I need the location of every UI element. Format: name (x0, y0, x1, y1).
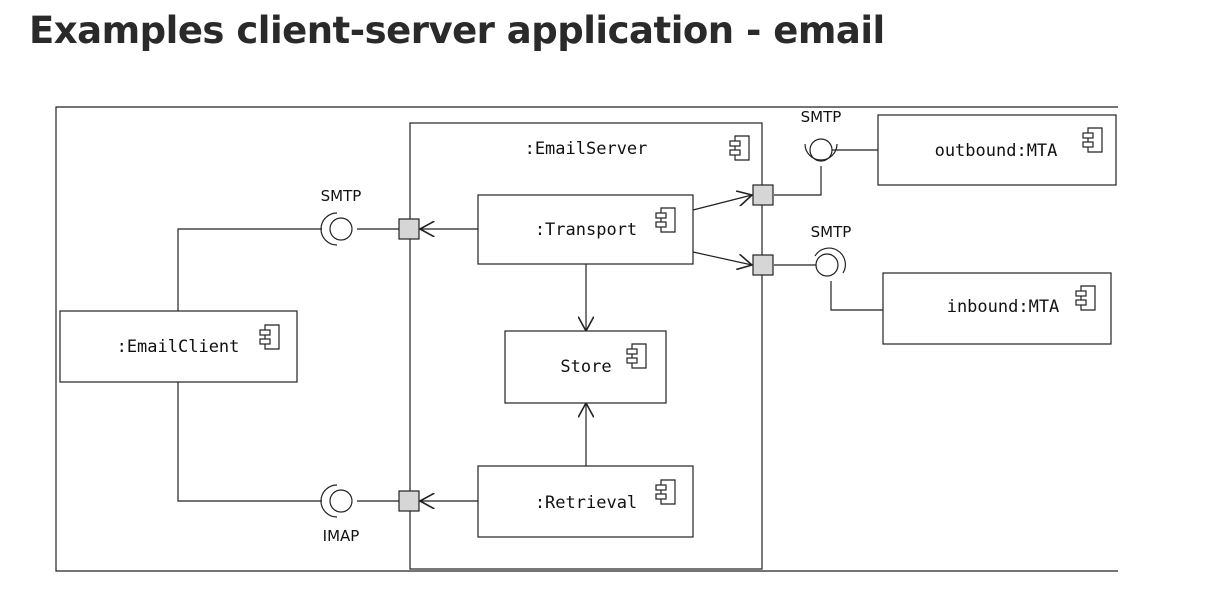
server-imap-port[interactable] (398, 490, 420, 512)
client-imap-connector (177, 382, 322, 502)
socket-icon (320, 212, 338, 246)
inbound-mta-label: inbound:MTA (947, 297, 1060, 317)
store-label: Store (560, 357, 611, 377)
retrieval-component[interactable]: :Retrieval (477, 465, 694, 538)
client-imap-interface: IMAP (320, 484, 360, 545)
socket-icon (814, 247, 846, 274)
socket-icon (320, 484, 338, 518)
store-component[interactable]: Store (504, 330, 667, 404)
client-smtp-interface: SMTP (320, 187, 362, 246)
retrieval-label: :Retrieval (535, 493, 637, 513)
transport-component[interactable]: :Transport (477, 194, 694, 265)
inbound-mta-connector (830, 281, 883, 311)
email-client-component[interactable]: :EmailClient (59, 310, 298, 383)
inbound-mta-component[interactable]: inbound:MTA (882, 272, 1112, 345)
outbound-port-stem (774, 166, 822, 196)
outbound-smtp-interface: SMTP (801, 108, 842, 162)
transport-to-outbound-port-arrow (692, 195, 752, 211)
lollipop-icon (815, 253, 839, 277)
server-outbound-port[interactable] (752, 184, 774, 206)
lollipop-icon (809, 138, 833, 162)
lollipop-icon (329, 217, 353, 241)
transport-label: :Transport (535, 220, 637, 240)
inbound-smtp-label: SMTP (811, 223, 852, 241)
outbound-smtp-label: SMTP (801, 108, 842, 126)
outbound-mta-component[interactable]: outbound:MTA (877, 114, 1117, 186)
inbound-smtp-interface: SMTP (811, 223, 852, 277)
diagram-frame (55, 106, 1118, 572)
transport-to-inbound-port-arrow (692, 251, 752, 265)
email-client-label: :EmailClient (117, 337, 240, 357)
server-smtp-port[interactable] (398, 218, 420, 240)
client-smtp-label: SMTP (321, 187, 362, 205)
lollipop-icon (329, 489, 353, 513)
socket-icon (804, 143, 838, 161)
client-imap-label: IMAP (323, 527, 360, 545)
client-smtp-connector (177, 228, 322, 311)
email-server-label: :EmailServer (525, 139, 648, 159)
page-title: Examples client-server application - ema… (29, 9, 885, 52)
outbound-mta-label: outbound:MTA (935, 141, 1058, 161)
server-inbound-port[interactable] (752, 254, 774, 276)
